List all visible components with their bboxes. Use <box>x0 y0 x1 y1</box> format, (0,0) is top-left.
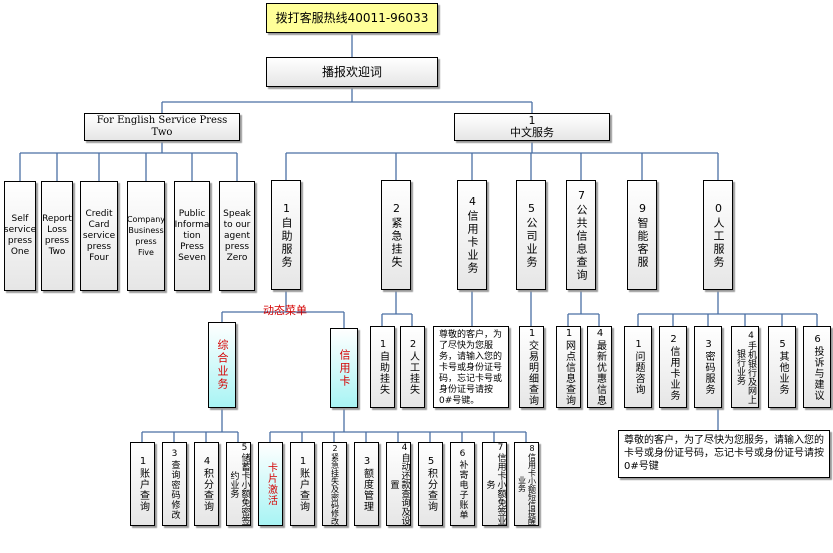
agent-password: 3密码服务 <box>694 326 722 408</box>
agent-note: 尊敬的客户，为了尽快为您服务，请输入您的卡号或身份证号码，忘记卡号或身份证号请按… <box>618 430 830 478</box>
hotline-text: 拨打客服热线40011-96033 <box>275 11 429 25</box>
agent-credit-card: 2信用卡业务 <box>659 326 687 408</box>
comp-small-free-pay: 5储蓄卡小额免密签约业务 <box>226 442 251 526</box>
comprehensive-box: 综合业务 <box>208 322 236 408</box>
credit-card-note-text: 尊敬的客户，为了尽快为您服务，请输入您的卡号或身份证号码，忘记卡号或身份证号请按… <box>439 330 503 406</box>
zh-self-service: 1自助服务 <box>271 180 301 290</box>
zh-credit-card: 4信用卡业务 <box>457 180 487 290</box>
dynamic-menu-label: 动态菜单 <box>263 304 307 317</box>
english-option-0: Speak to our agent press Zero <box>219 181 255 291</box>
public-latest-offers: 4最新优惠信息 <box>587 326 612 408</box>
chinese-service-box: 1 中文服务 <box>454 113 610 141</box>
english-service-box: For English Service Press Two <box>84 113 240 141</box>
zh-emergency-loss: 2紧急挂失 <box>381 180 411 290</box>
english-option-5: Company Business press Five <box>127 181 165 291</box>
emergency-manual: 2人工挂失 <box>400 326 425 408</box>
cc-card-activation: 卡片激活 <box>258 442 283 526</box>
agent-note-text: 尊敬的客户，为了尽快为您服务，请输入您的卡号或身份证号码，忘记卡号或身份证号请按… <box>624 435 824 472</box>
comp-password-change: 3查询密码修改 <box>162 442 187 526</box>
agent-consult: 1问题咨询 <box>624 326 652 408</box>
hotline-box: 拨打客服热线40011-96033 <box>266 3 438 33</box>
zh-agent-service: 0人工服务 <box>703 180 733 290</box>
english-option-4: Credit Card service press Four <box>80 181 118 291</box>
chinese-service-text: 1 中文服务 <box>510 114 554 139</box>
company-transaction-query: 1交易明细查询 <box>519 326 544 408</box>
english-service-text: For English Service Press Two <box>96 115 228 138</box>
cc-small-free-sign: 7信用卡小额免签业务 <box>482 442 507 526</box>
agent-other: 5其他业务 <box>768 326 796 408</box>
zh-public-info: 7公共信息查询 <box>566 180 596 290</box>
cc-account-query: 1账户查询 <box>290 442 315 526</box>
english-option-1: Self service press One <box>4 181 36 291</box>
cc-auto-repayment: 4自动还款查询及设置 <box>386 442 411 526</box>
credit-card-box: 信用卡 <box>330 328 358 408</box>
welcome-box: 播报欢迎词 <box>266 57 438 87</box>
cc-points-query: 5积分查询 <box>418 442 443 526</box>
public-branch-info: 1网点信息查询 <box>556 326 581 408</box>
cc-loss-password: 2紧急挂失及密码修改 <box>322 442 347 526</box>
comp-points-query: 4积分查询 <box>194 442 219 526</box>
emergency-self: 1自助挂失 <box>370 326 395 408</box>
zh-company: 5公司业务 <box>516 180 546 290</box>
welcome-text: 播报欢迎词 <box>321 65 382 79</box>
cc-resend-e-statement: 6补寄电子账单 <box>450 442 475 526</box>
credit-card-note: 尊敬的客户，为了尽快为您服务，请输入您的卡号或身份证号码，忘记卡号或身份证号请按… <box>433 326 509 408</box>
cc-sms-reminder: 8信用卡小额短信提醒业务 <box>514 442 539 526</box>
english-option-7: Public Informa tion Press Seven <box>174 181 210 291</box>
agent-mobile-online-banking: 4手机银行及网上银行业务 <box>731 326 759 408</box>
comp-account-query: 1账户查询 <box>130 442 155 526</box>
cc-limit-management: 3额度管理 <box>354 442 379 526</box>
english-option-2: Report Loss press Two <box>41 181 73 291</box>
zh-smart-service: 9智能客服 <box>627 180 657 290</box>
agent-complaint: 6投诉与建议 <box>803 326 831 408</box>
